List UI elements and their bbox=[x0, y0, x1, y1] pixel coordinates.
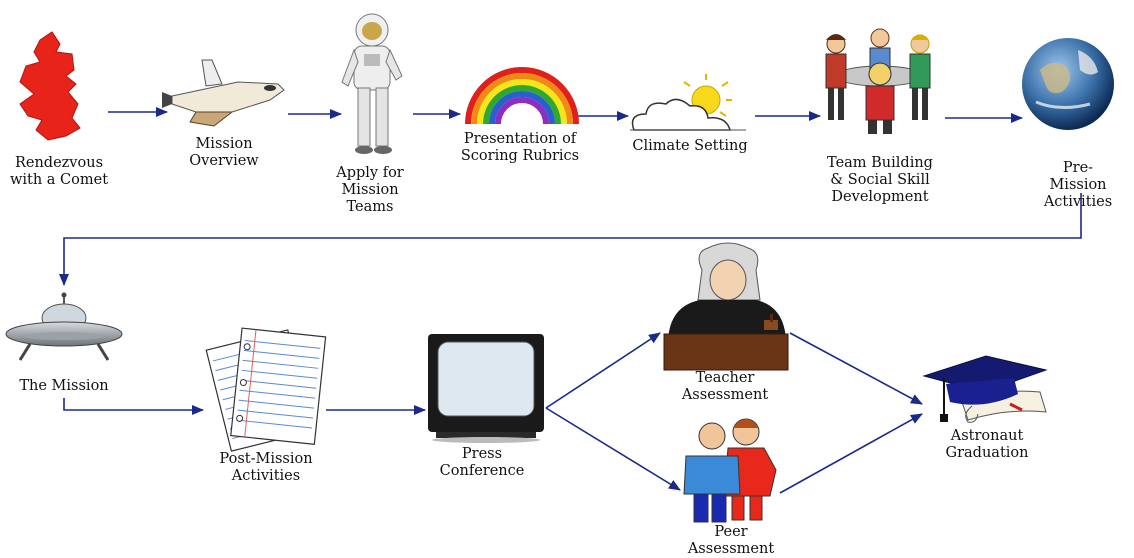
rubrics-label: Presentation of Scoring Rubrics bbox=[460, 131, 580, 164]
teacher-label: Teacher Assessment bbox=[681, 370, 769, 403]
arrow-teacher-graduation bbox=[789, 332, 923, 405]
sun-cloud-icon bbox=[630, 74, 746, 131]
overview-label: Mission Overview bbox=[189, 136, 259, 169]
team-table-icon bbox=[825, 28, 931, 134]
puzzle-piece-icon bbox=[19, 31, 81, 141]
astronaut-icon bbox=[341, 13, 403, 154]
mission-label: The Mission bbox=[19, 378, 109, 394]
graduation-label: Astronaut Graduation bbox=[945, 428, 1029, 461]
graduation-cap-icon bbox=[922, 355, 1048, 423]
press-label: Press Conference bbox=[439, 446, 525, 479]
apply-label: Apply for Mission Teams bbox=[336, 165, 404, 215]
flying-saucer-icon bbox=[5, 292, 123, 361]
arrow-peer-graduation bbox=[779, 413, 923, 494]
arrow-premission-mission bbox=[59, 193, 1082, 286]
premission-label: Pre-Mission Activities bbox=[1043, 160, 1113, 210]
judge-icon bbox=[663, 242, 789, 371]
television-icon bbox=[428, 334, 544, 443]
earth-globe-icon bbox=[1022, 38, 1114, 130]
arrow-press-peer bbox=[545, 407, 681, 491]
team-label: Team Building & Social Skill Development bbox=[827, 155, 933, 205]
arrow-press-teacher bbox=[545, 332, 661, 409]
rendezvous-label: Rendezvous with a Comet bbox=[9, 155, 109, 188]
peer-label: Peer Assessment bbox=[687, 524, 775, 557]
peer-people-icon bbox=[683, 418, 777, 523]
arrow-mission-postmission bbox=[63, 398, 204, 415]
connector-arrows bbox=[59, 107, 1082, 494]
rainbow-icon bbox=[465, 67, 579, 125]
postmission-label: Post-Mission Activities bbox=[219, 451, 313, 484]
climate-label: Climate Setting bbox=[632, 138, 748, 154]
space-shuttle-icon bbox=[162, 59, 285, 127]
notebook-paper-icon bbox=[205, 327, 327, 452]
